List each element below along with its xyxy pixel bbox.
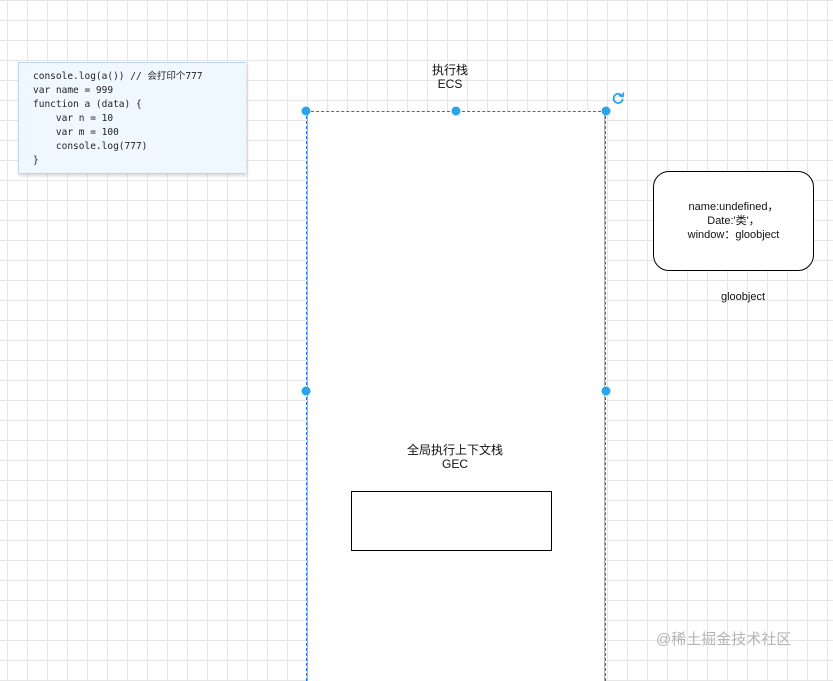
rotate-icon[interactable] <box>611 91 625 105</box>
resize-handle-left[interactable] <box>301 386 311 396</box>
gec-box[interactable] <box>351 491 552 551</box>
code-snippet-box[interactable]: console.log(a()) // 会打印个777 var name = 9… <box>18 62 246 174</box>
gec-subtitle: GEC <box>441 457 468 471</box>
execution-stack-subtitle: ECS <box>437 77 463 91</box>
code-line: } <box>33 155 39 166</box>
global-object-line: Date:'类'， <box>707 215 760 227</box>
code-line: console.log(a()) // 会打印个777 <box>33 71 203 82</box>
gec-label: 全局执行上下文栈 GEC <box>395 443 515 471</box>
global-object-box[interactable]: name:undefined， Date:'类'， window：gloobje… <box>653 171 814 271</box>
code-line: var n = 10 <box>33 113 114 124</box>
execution-stack-label: 执行栈 ECS <box>410 63 490 91</box>
global-object-caption: gloobject <box>720 291 766 303</box>
code-line: var name = 999 <box>33 85 114 96</box>
code-line: var m = 100 <box>33 127 119 138</box>
global-object-line: window：gloobject <box>687 229 780 241</box>
gec-title: 全局执行上下文栈 <box>406 443 503 457</box>
resize-handle-top[interactable] <box>451 106 461 116</box>
code-line: function a (data) { <box>33 99 142 110</box>
code-line: console.log(777) <box>33 141 148 152</box>
resize-handle-top-left[interactable] <box>301 106 311 116</box>
execution-stack-title: 执行栈 <box>431 63 468 77</box>
watermark: @稀土掘金技术社区 <box>656 631 792 648</box>
global-object-line: name:undefined， <box>688 201 779 213</box>
resize-handle-right[interactable] <box>601 386 611 396</box>
execution-stack-container[interactable] <box>306 111 606 681</box>
resize-handle-top-right[interactable] <box>601 106 611 116</box>
